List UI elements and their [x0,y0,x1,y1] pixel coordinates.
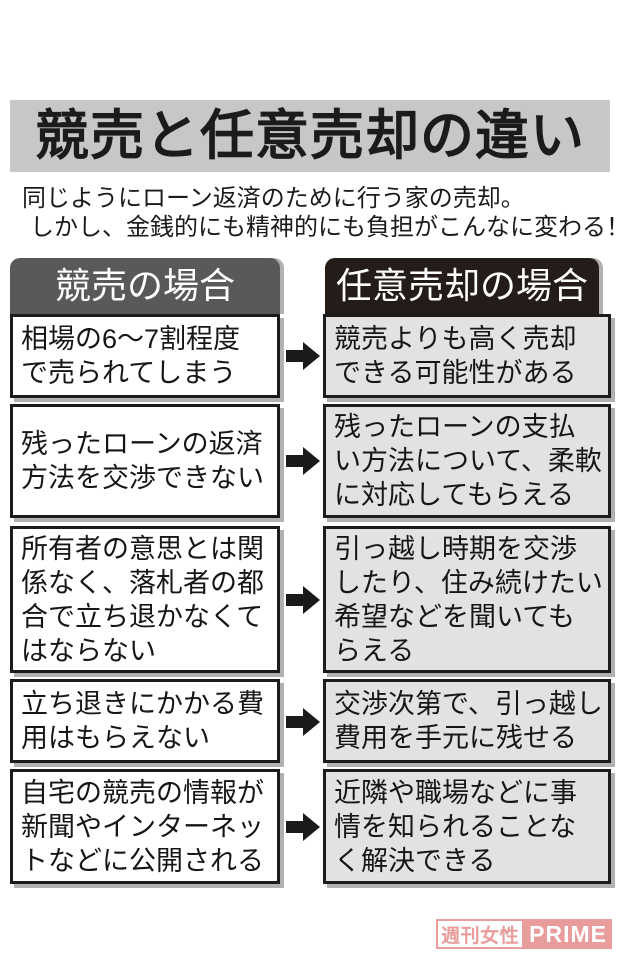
subtitle-line-2: しかし、金銭的にも精神的にも負担がこんなに変わる！ [30,214,620,241]
right-arrow-icon [286,342,320,370]
voluntary-cell-loan: 残ったローンの支払 い方法について、柔軟 に対応してもらえる [323,404,611,518]
page-title: 競売と任意売却の違い [10,100,610,172]
logo-magazine-name: 週刊女性 [436,919,525,949]
subtitle: 同じようにローン返済のために行う家の売却。 しかし、金銭的にも精神的にも負担がこ… [22,184,620,242]
auction-cell-moving-cost: 立ち退きにかかる費 用はもらえない [10,679,280,763]
logo-brand-name: PRIME [524,919,612,949]
auction-cell-price: 相場の6〜7割程度 で売られてしまう [10,314,280,398]
auction-cell-eviction: 所有者の意思とは関 係なく、落札者の都 合で立ち退かなくて はならない [10,526,280,673]
shukan-josei-prime-logo: 週刊女性 PRIME [436,919,612,949]
right-arrow-icon [286,447,320,475]
right-arrow-icon [286,708,320,736]
voluntary-cell-price: 競売よりも高く売却 できる可能性がある [323,314,611,398]
voluntary-cell-privacy: 近隣や職場などに事 情を知られることな く解決できる [323,769,611,884]
column-header-voluntary-sale: 任意売却の場合 [325,258,599,314]
auction-cell-publicity: 自宅の競売の情報が 新聞やインターネッ トなどに公開される [10,769,280,884]
subtitle-line-1: 同じようにローン返済のために行う家の売却。 [22,185,525,212]
voluntary-cell-moving-cost: 交渉次第で、引っ越し 費用を手元に残せる [323,679,611,763]
column-header-auction: 競売の場合 [10,258,280,314]
right-arrow-icon [286,586,320,614]
auction-cell-loan: 残ったローンの返済 方法を交渉できない [10,404,280,518]
right-arrow-icon [286,813,320,841]
voluntary-cell-moving-schedule: 引っ越し時期を交渉 したり、住み続けたい 希望などを聞いても らえる [323,526,611,673]
